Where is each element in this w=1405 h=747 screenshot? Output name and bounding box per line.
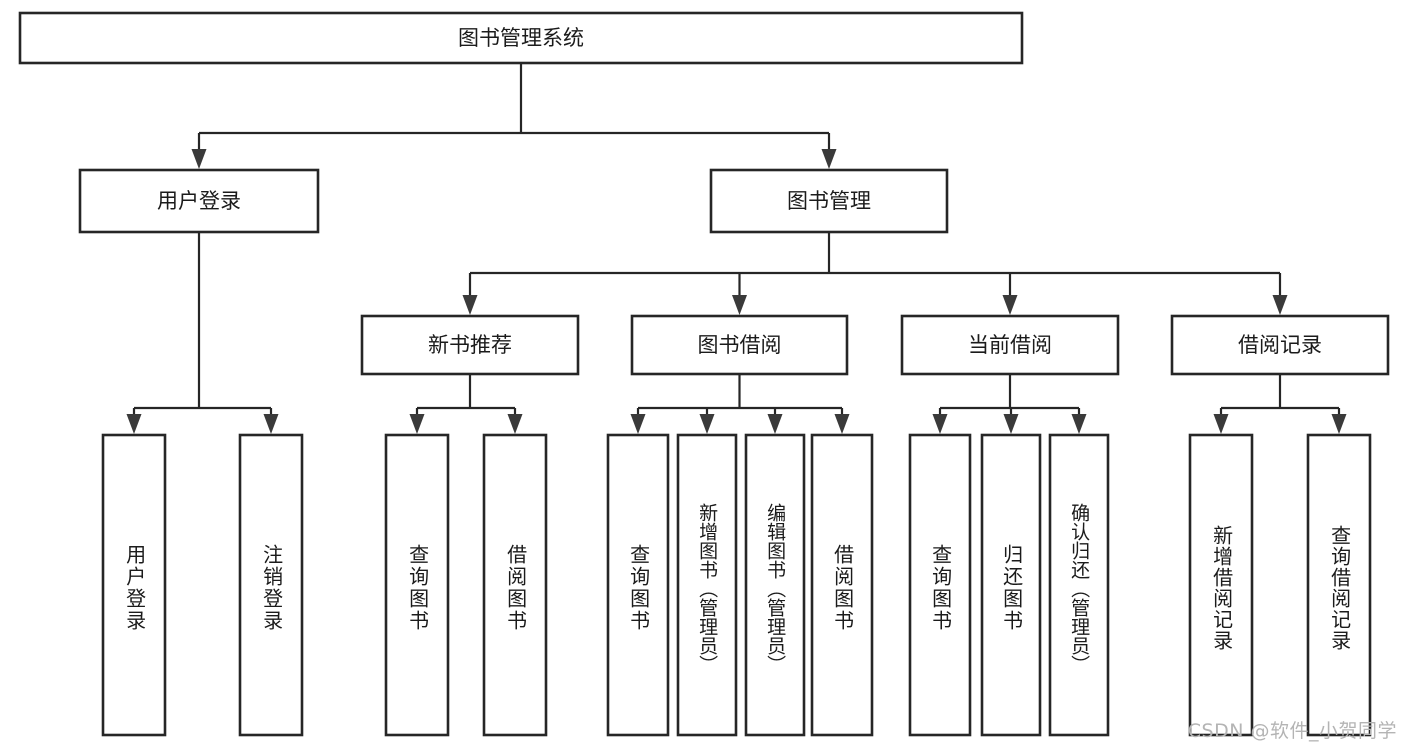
node-box-l-borrow-book-1[interactable] <box>482 433 548 737</box>
node-label-n-book-borrow: 图书借阅 <box>698 333 782 357</box>
node-box-l-logout[interactable] <box>238 433 304 737</box>
node-box-l-edit-book[interactable] <box>744 433 806 737</box>
node-label-n-user-login: 用户登录 <box>157 189 241 213</box>
node-label-n-book-manage: 图书管理 <box>787 189 871 213</box>
node-layer <box>18 11 1390 737</box>
node-box-n-current-borrow[interactable] <box>900 314 1120 376</box>
node-box-l-query-book-2[interactable] <box>606 433 670 737</box>
node-box-l-add-book[interactable] <box>676 433 738 737</box>
node-box-l-query-book-3[interactable] <box>908 433 972 737</box>
arrow-head-icon <box>732 295 747 315</box>
node-label-n-borrow-record: 借阅记录 <box>1238 333 1322 357</box>
node-box-l-query-record[interactable] <box>1306 433 1372 737</box>
arrow-head-icon <box>1272 295 1288 315</box>
arrow-head-icon <box>821 149 837 169</box>
arrow-head-icon <box>126 414 142 434</box>
node-box-l-return-book[interactable] <box>980 433 1042 737</box>
arrow-head-icon <box>767 414 783 434</box>
node-box-n-new-book-rec[interactable] <box>360 314 580 376</box>
arrow-head-icon <box>1002 295 1018 315</box>
arrow-head-icon <box>1071 414 1087 434</box>
arrow-head-icon <box>630 414 646 434</box>
node-box-n-book-borrow[interactable] <box>630 314 849 376</box>
arrow-head-icon <box>1003 414 1019 434</box>
node-box-n-user-login[interactable] <box>78 168 320 234</box>
node-box-l-confirm-return[interactable] <box>1048 433 1110 737</box>
arrow-head-icon <box>834 414 850 434</box>
arrow-head-icon <box>409 414 425 434</box>
node-box-n-book-manage[interactable] <box>709 168 949 234</box>
arrow-head-icon <box>932 414 948 434</box>
arrow-head-icon <box>191 149 207 169</box>
arrow-head-icon <box>263 414 279 434</box>
arrow-head-icon <box>1331 414 1347 434</box>
node-box-l-borrow-book-2[interactable] <box>810 433 874 737</box>
node-label-n-new-book-rec: 新书推荐 <box>428 333 512 357</box>
node-label-root: 图书管理系统 <box>458 26 584 50</box>
connector-layer <box>126 63 1347 434</box>
node-box-l-query-book-1[interactable] <box>384 433 450 737</box>
arrow-head-icon <box>699 414 715 434</box>
node-label-n-current-borrow: 当前借阅 <box>968 333 1052 357</box>
arrow-head-icon <box>462 295 478 315</box>
node-box-l-add-record[interactable] <box>1188 433 1254 737</box>
arrow-head-icon <box>507 414 523 434</box>
node-box-n-borrow-record[interactable] <box>1170 314 1390 376</box>
arrow-head-icon <box>1213 414 1229 434</box>
node-box-root[interactable] <box>18 11 1024 65</box>
node-box-l-user-login[interactable] <box>101 433 167 737</box>
